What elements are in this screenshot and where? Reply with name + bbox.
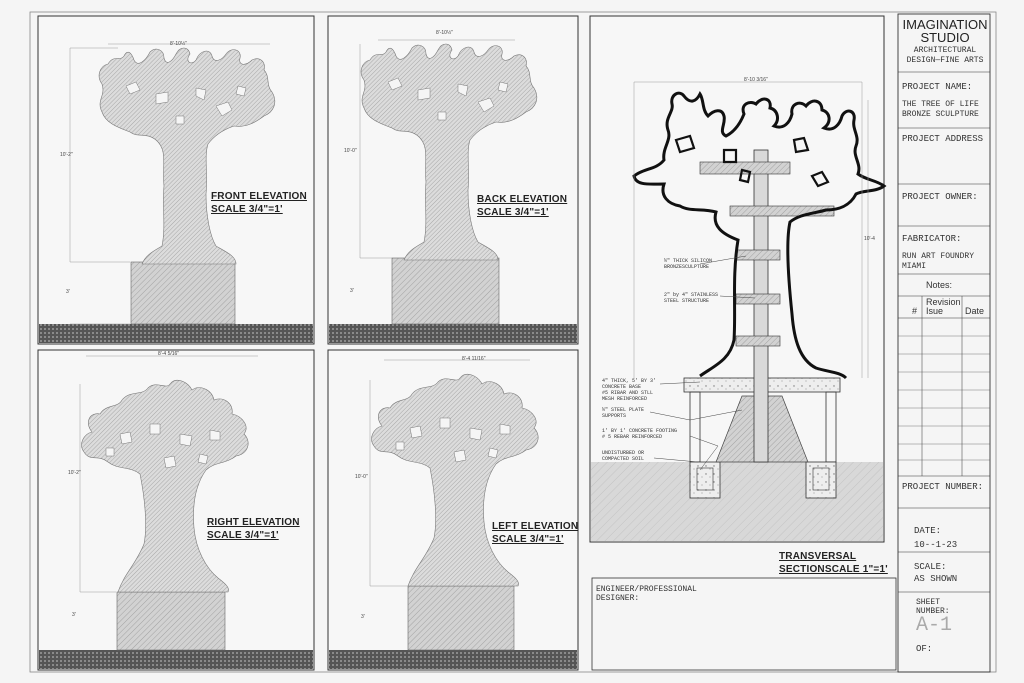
scale-value: AS SHOWN bbox=[914, 574, 958, 584]
note-steel-structure: 2" by 4" STAINLESS STEEL STRUCTURE bbox=[664, 292, 719, 304]
back-elevation-title: BACK ELEVATION bbox=[477, 194, 568, 205]
back-elevation-scale: SCALE 3/4"=1' bbox=[477, 207, 549, 218]
fabricator-line2: MIAMI bbox=[902, 262, 927, 271]
note-soil: UNDISTURBED OR COMPACTED SOIL bbox=[602, 450, 645, 462]
left-width-dim: 8'-4 11/16" bbox=[462, 356, 486, 362]
project-name-line2: BRONZE SCULPTURE bbox=[902, 110, 979, 119]
of-label: OF: bbox=[916, 644, 933, 654]
section-title-line2: SECTIONSCALE 1"=1' bbox=[779, 564, 888, 575]
title-block-frame bbox=[897, 13, 991, 673]
firm-discipline-line1: ARCHITECTURAL bbox=[913, 46, 977, 55]
right-elevation-title: RIGHT ELEVATION bbox=[207, 517, 300, 528]
sheet-label-line1: SHEET bbox=[916, 598, 941, 607]
fabricator-line1: RUN ART FOUNDRY bbox=[902, 252, 975, 261]
note-concrete-base: 4" THICK, 5' BY 3' CONCRETE BASE #5 RIBA… bbox=[602, 378, 657, 402]
firm-name-line1: IMAGINATION bbox=[902, 17, 988, 32]
section-width-dim: 8'-10 3/16" bbox=[744, 77, 768, 83]
sheet-label-line2: NUMBER: bbox=[916, 607, 950, 616]
col-date-header: Date bbox=[965, 306, 985, 316]
project-name-line1: THE TREE OF LIFE bbox=[902, 100, 979, 109]
back-width-dim: 8'-10½" bbox=[436, 30, 453, 36]
right-height-dim: 10'-2" bbox=[68, 470, 81, 476]
firm-name-line2: STUDIO bbox=[920, 30, 970, 45]
back-height-dim: 10'-0" bbox=[344, 148, 357, 154]
back-base-dim: 3' bbox=[350, 288, 354, 294]
back-elevation-panel bbox=[327, 15, 579, 345]
note-bronze-skin: ½" THICK SILICON BRONZESCULPTURE bbox=[664, 258, 713, 270]
project-name-label: PROJECT NAME: bbox=[902, 82, 973, 92]
sheet-number-value: A-1 bbox=[916, 614, 953, 637]
right-width-dim: 8'-4 5/16" bbox=[158, 351, 180, 357]
notes-label: Notes: bbox=[926, 280, 953, 290]
col-revision-header: Revision Isue bbox=[926, 297, 961, 316]
left-elevation-scale: SCALE 3/4"=1' bbox=[492, 534, 564, 545]
right-elevation-panel bbox=[37, 349, 315, 671]
front-width-dim: 8'-10½" bbox=[170, 41, 187, 47]
note-steel-plate: ½" STEEL PLATE SUPPORTS bbox=[602, 407, 645, 419]
left-base-dim: 3' bbox=[361, 614, 365, 620]
front-base-dim: 3' bbox=[66, 289, 70, 295]
fabricator-label: FABRICATOR: bbox=[902, 234, 962, 244]
engineer-label: ENGINEER/PROFESSIONAL DESIGNER: bbox=[596, 585, 697, 603]
left-elevation-panel bbox=[327, 349, 579, 671]
scale-label: SCALE: bbox=[914, 562, 947, 572]
front-elevation-title: FRONT ELEVATION bbox=[211, 191, 307, 202]
engineer-box bbox=[591, 577, 897, 671]
front-elevation-scale: SCALE 3/4"=1' bbox=[211, 204, 283, 215]
left-elevation-title: LEFT ELEVATION bbox=[492, 521, 579, 532]
section-title-line1: TRANSVERSAL bbox=[779, 551, 857, 562]
project-number-label: PROJECT NUMBER: bbox=[902, 482, 984, 492]
right-elevation-scale: SCALE 3/4"=1' bbox=[207, 530, 279, 541]
front-height-dim: 10'-2" bbox=[60, 152, 73, 158]
front-elevation-panel bbox=[37, 15, 315, 345]
note-concrete-footing: 1' BY 1' CONCRETE FOOTING # 5 REBAR REIN… bbox=[602, 428, 678, 440]
section-height-dim: 10'-4 bbox=[864, 236, 875, 242]
date-value: 10--1-23 bbox=[914, 540, 958, 550]
firm-discipline-line2: DESIGN—FINE ARTS bbox=[906, 56, 984, 65]
left-height-dim: 10'-0" bbox=[355, 474, 368, 480]
section-panel bbox=[589, 15, 887, 543]
project-owner-label: PROJECT OWNER: bbox=[902, 192, 978, 202]
date-label: DATE: bbox=[914, 526, 942, 536]
col-number-header: # bbox=[912, 306, 918, 316]
project-address-label: PROJECT ADDRESS bbox=[902, 134, 984, 144]
right-base-dim: 3' bbox=[72, 612, 76, 618]
